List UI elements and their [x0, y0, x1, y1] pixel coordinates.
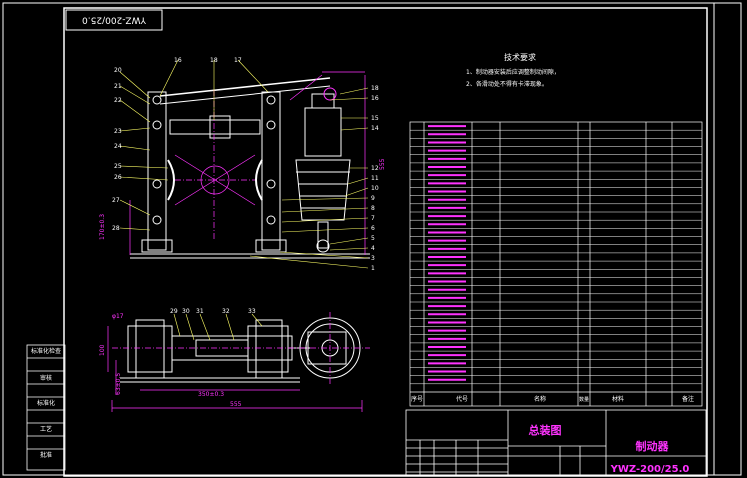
part-label: 25: [114, 163, 122, 170]
front-view-centerlines: [129, 71, 366, 255]
part-label: 3: [371, 255, 375, 262]
part-label: 27: [112, 197, 120, 204]
part-label: 18: [371, 85, 379, 92]
leader-lines: [119, 59, 369, 269]
tech-note: 2、各滑动处不得有卡滞现象。: [466, 80, 548, 88]
part-label: 7: [371, 215, 375, 222]
part-label: 5: [371, 235, 375, 242]
side-label: 标准化: [37, 399, 55, 407]
part-label: 4: [371, 245, 375, 252]
part-label: 16: [174, 57, 182, 64]
bom-header-seq: 序号: [411, 395, 423, 403]
part-label: 14: [371, 125, 379, 132]
part-label: 29: [170, 308, 178, 315]
front-view: [130, 77, 370, 259]
dim-total-length: 555: [230, 401, 242, 408]
bom-table: [409, 121, 703, 407]
bom-header-qty: 数量: [579, 396, 589, 403]
side-table-labels: 标准化检查 审核 标准化 工艺 批准: [31, 347, 61, 459]
part-label: 6: [371, 225, 375, 232]
side-label: 批准: [40, 451, 52, 459]
code-rotated: YWZ-200/25.0: [82, 15, 147, 25]
dim-low-height: 100: [99, 344, 106, 356]
part-label: 23: [114, 128, 122, 135]
part-label: 26: [114, 174, 122, 181]
part-label: 1: [371, 265, 375, 272]
part-label: 32: [222, 308, 230, 315]
inner-frame: [63, 7, 708, 477]
plan-view-labels: 29 30 31 32 33 φ17 100 63±0.5 350±0.3 55…: [99, 308, 256, 408]
dim-hole: φ17: [112, 313, 124, 320]
part-label: 11: [371, 175, 379, 182]
part-label: 20: [114, 67, 122, 74]
part-label: 12: [371, 165, 379, 172]
part-label: 24: [114, 143, 122, 150]
drawing-name: 总装图: [529, 423, 562, 437]
product-name: 制动器: [636, 439, 670, 453]
bom-header-material: 材料: [612, 395, 624, 403]
part-label: 10: [371, 185, 379, 192]
part-label: 17: [234, 57, 242, 64]
part-label: 21: [114, 83, 122, 90]
dim-overall-height: 555: [379, 158, 386, 170]
tech-note: 1、制动器安装后应调整制动间隙，: [466, 68, 560, 76]
part-label: 18: [210, 57, 218, 64]
side-label: 标准化检查: [31, 347, 61, 355]
bom-header-remark: 备注: [682, 395, 694, 403]
dim-height-left: 170±0.3: [99, 214, 106, 240]
front-view-labels: 20 21 22 23 24 25 26 27 28 16 18 17 18 1…: [99, 57, 386, 272]
bom-header: 序号 代号 名称 数量 材料 备注: [411, 395, 694, 403]
part-label: 22: [114, 97, 122, 104]
part-label: 33: [248, 308, 256, 315]
part-label: 31: [196, 308, 204, 315]
part-label: 8: [371, 205, 375, 212]
part-label: 16: [371, 95, 379, 102]
dim-base-length: 350±0.3: [198, 391, 224, 398]
title-block: [405, 409, 707, 477]
part-label: 15: [371, 115, 379, 122]
part-label: 30: [182, 308, 190, 315]
plan-leaders: [173, 313, 263, 341]
tech-title: 技术要求: [504, 52, 536, 62]
side-label: 审核: [40, 374, 52, 382]
part-label: 9: [371, 195, 375, 202]
title-code: YWZ-200/25.0: [610, 464, 690, 475]
part-label: 28: [112, 225, 120, 232]
bom-header-code: 代号: [456, 395, 468, 403]
dim-low-small: 63±0.5: [115, 373, 122, 395]
bom-rows: [410, 125, 702, 385]
plan-view-centerlines: [107, 312, 370, 412]
plan-view: [120, 317, 361, 383]
side-label: 工艺: [40, 425, 52, 433]
bom-header-name: 名称: [534, 395, 546, 403]
side-table: [26, 344, 66, 471]
